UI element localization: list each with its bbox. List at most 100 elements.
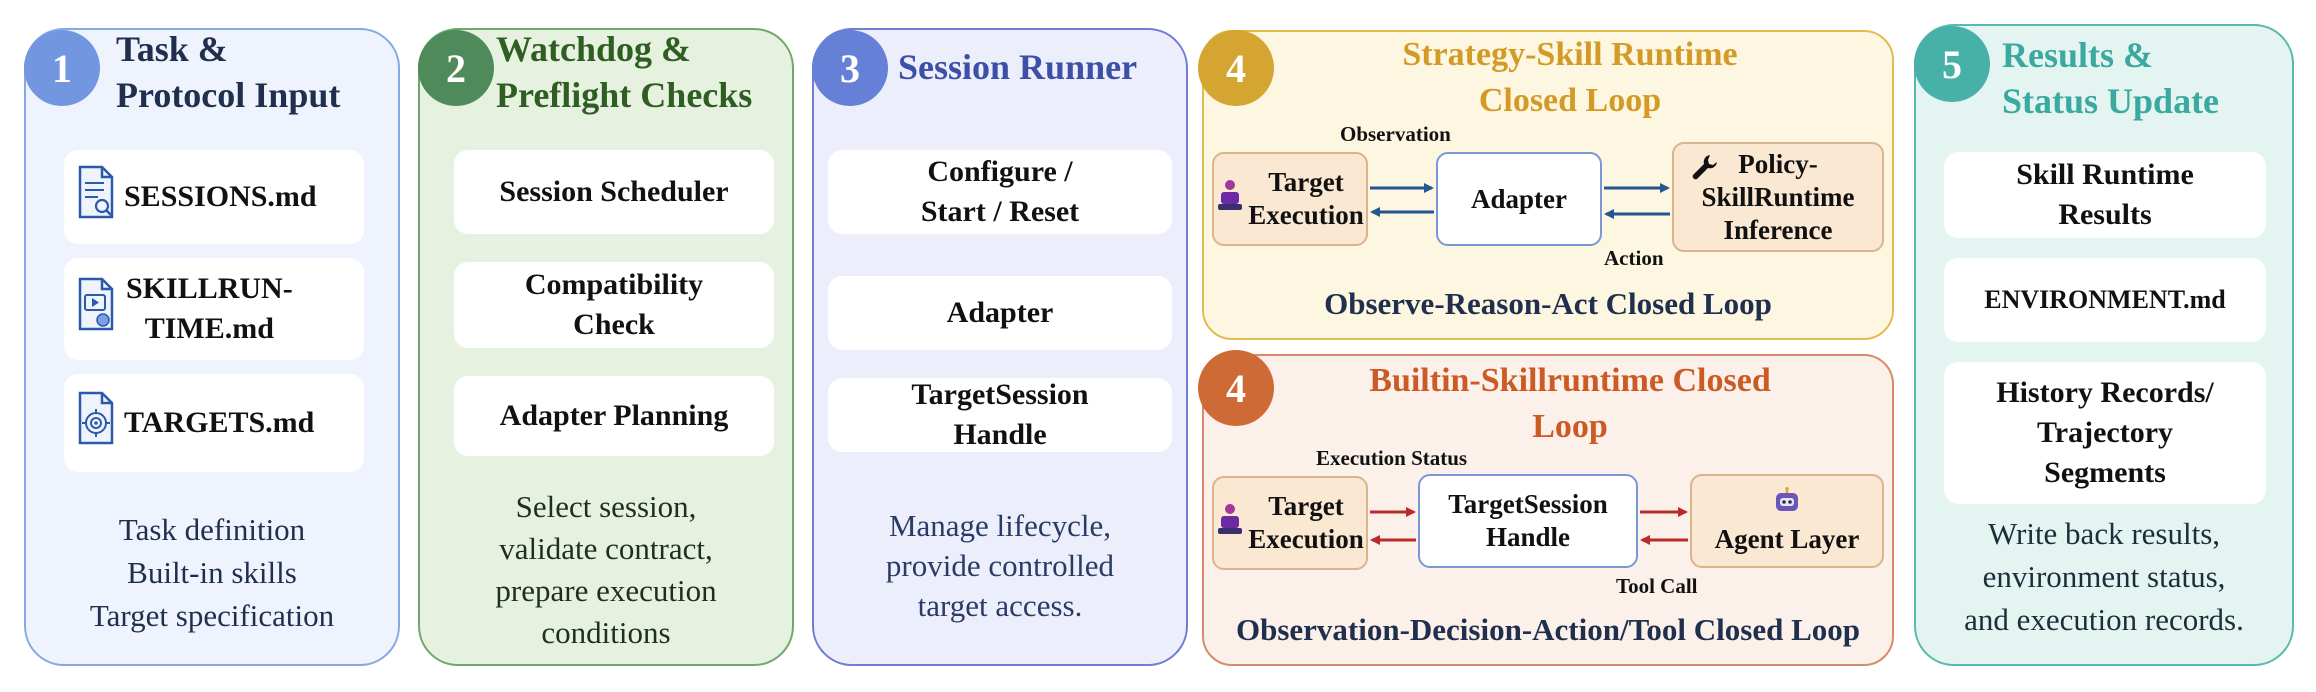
configure-line1: Configure / — [927, 155, 1073, 188]
observation-label: Observation — [1340, 122, 1451, 146]
environment-md-label: ENVIRONMENT.md — [1984, 285, 2226, 314]
tool-call-label: Tool Call — [1616, 574, 1698, 598]
panel2-description: Select session, validate contract, prepa… — [436, 486, 776, 654]
target-exec-a-line2: Execution — [1248, 200, 1364, 230]
panel2-title-line2: Preflight Checks — [496, 75, 753, 115]
panel2-title-line1: Watchdog & — [496, 29, 692, 69]
adapter-box-label: Adapter — [1471, 183, 1567, 214]
history-line3: Segments — [2044, 456, 2166, 489]
adapter-card[interactable]: Adapter — [828, 276, 1172, 350]
panel1-description: Task definition Built-in skills Target s… — [40, 508, 384, 637]
panel1-desc-line: Target specification — [89, 598, 335, 633]
wrench-icon — [1690, 152, 1720, 190]
panel4b-title: Builtin-Skillruntime Closed Loop — [1290, 358, 1850, 450]
panel4a-title: Strategy-Skill Runtime Closed Loop — [1290, 32, 1850, 124]
panel3-title: Session Runner — [898, 47, 1138, 87]
panel5-title: Results & Status Update — [2002, 32, 2219, 124]
adapter-planning-label: Adapter Planning — [499, 399, 729, 432]
target-session-line1: TargetSession — [911, 378, 1089, 411]
panel5-desc-line: environment status, — [1982, 559, 2226, 594]
panel2-title: Watchdog & Preflight Checks — [496, 26, 752, 118]
panel5-desc-line: and execution records. — [1964, 602, 2244, 637]
policy-line2: SkillRuntime — [1701, 181, 1855, 212]
history-line1: History Records/ — [1996, 376, 2214, 409]
panel1-desc-line: Task definition — [118, 512, 306, 547]
skill-runtime-results-card[interactable]: Skill Runtime Results — [1944, 152, 2266, 238]
observe-reason-act-loop-title: Observe-Reason-Act Closed Loop — [1324, 286, 1772, 321]
panel4a-title-line2: Closed Loop — [1478, 82, 1662, 119]
step-badge-4a: 4 — [1198, 30, 1274, 106]
panel2-desc-line: conditions — [541, 615, 671, 650]
policy-line3: Inference — [1723, 214, 1833, 245]
panel1-title: Task & Protocol Input — [116, 26, 340, 118]
file-card-sessions[interactable]: SESSIONS.md — [64, 150, 364, 244]
history-records-card[interactable]: History Records/ Trajectory Segments — [1944, 362, 2266, 504]
adapter-box[interactable]: Adapter — [1436, 152, 1602, 246]
video-file-icon — [76, 277, 116, 342]
panel5-title-line2: Status Update — [2002, 81, 2220, 121]
target-file-icon — [76, 391, 116, 456]
compatibility-check-line2: Check — [573, 308, 655, 341]
file-name-skillrun-line2: TIME.md — [144, 312, 274, 345]
panel-results-status-update — [1914, 24, 2294, 666]
adapter-label: Adapter — [946, 296, 1054, 329]
environment-md-card[interactable]: ENVIRONMENT.md — [1944, 258, 2266, 342]
history-line2: Trajectory — [2036, 416, 2174, 449]
step-badge-1: 1 — [24, 30, 100, 106]
configure-start-reset-card[interactable]: Configure / Start / Reset — [828, 150, 1172, 234]
panel4a-title-line1: Strategy-Skill Runtime — [1402, 36, 1738, 73]
configure-line2: Start / Reset — [920, 195, 1080, 228]
panel2-desc-line: validate contract, — [499, 531, 713, 566]
file-name-skillrun-line1: SKILLRUN- — [126, 272, 293, 305]
panel5-description: Write back results, environment status, … — [1920, 512, 2288, 641]
step-badge-4b: 4 — [1198, 350, 1274, 426]
file-card-skillruntime[interactable]: SKILLRUN- TIME.md — [64, 258, 364, 360]
action-label: Action — [1604, 246, 1664, 270]
session-scheduler-card[interactable]: Session Scheduler — [454, 150, 774, 234]
target-exec-b-line2: Execution — [1248, 524, 1364, 554]
target-execution-box-a[interactable]: Target Execution — [1212, 152, 1368, 246]
file-card-targets[interactable]: TARGETS.md — [64, 374, 364, 472]
panel3-desc-line: Manage lifecycle, — [888, 508, 1112, 543]
execution-status-label: Execution Status — [1316, 446, 1468, 470]
panel1-title-line2: Protocol Input — [116, 75, 341, 115]
target-session-line2: Handle — [953, 418, 1047, 451]
target-exec-b-line1: Target — [1268, 491, 1344, 521]
panel3-desc-line: target access. — [917, 588, 1083, 623]
robot-head-icon — [1772, 486, 1802, 523]
document-search-icon — [76, 165, 116, 230]
panel1-title-line1: Task & — [116, 29, 228, 69]
policy-line1: Policy- — [1738, 148, 1818, 179]
step-badge-3: 3 — [812, 30, 888, 106]
panel5-title-line1: Results & — [2002, 35, 2153, 75]
policy-skillruntime-box[interactable]: Policy- SkillRuntime Inference — [1672, 142, 1884, 252]
panel5-desc-line: Write back results, — [1987, 516, 2221, 551]
handle-box-line2: Handle — [1485, 522, 1571, 552]
panel1-desc-line: Built-in skills — [127, 555, 297, 590]
agent-layer-label: Agent Layer — [1714, 523, 1860, 554]
compatibility-check-line1: Compatibility — [524, 268, 704, 301]
step-badge-5: 5 — [1914, 26, 1990, 102]
session-scheduler-label: Session Scheduler — [499, 175, 729, 208]
target-session-handle-card[interactable]: TargetSession Handle — [828, 378, 1172, 452]
agent-layer-box[interactable]: Agent Layer — [1690, 474, 1884, 568]
target-execution-box-b[interactable]: Target Execution — [1212, 476, 1368, 570]
panel2-desc-line: prepare execution — [495, 573, 717, 608]
results-line1: Skill Runtime — [2016, 158, 2194, 191]
panel3-desc-line: provide controlled — [885, 548, 1115, 583]
target-session-handle-box[interactable]: TargetSession Handle — [1418, 474, 1638, 568]
robot-figure-icon — [1216, 178, 1244, 220]
compatibility-check-card[interactable]: Compatibility Check — [454, 262, 774, 348]
robot-figure-icon — [1216, 502, 1244, 544]
observation-decision-loop-title: Observation-Decision-Action/Tool Closed … — [1235, 612, 1861, 647]
results-line2: Results — [2058, 198, 2152, 231]
panel3-description: Manage lifecycle, provide controlled tar… — [830, 506, 1170, 626]
file-name-targets: TARGETS.md — [124, 406, 315, 439]
adapter-planning-card[interactable]: Adapter Planning — [454, 376, 774, 456]
target-exec-a-line1: Target — [1268, 167, 1344, 197]
panel4b-title-line1: Builtin-Skillruntime Closed — [1369, 362, 1771, 399]
handle-box-line1: TargetSession — [1448, 489, 1608, 519]
panel2-desc-line: Select session, — [515, 489, 697, 524]
panel4b-title-line2: Loop — [1532, 408, 1608, 445]
